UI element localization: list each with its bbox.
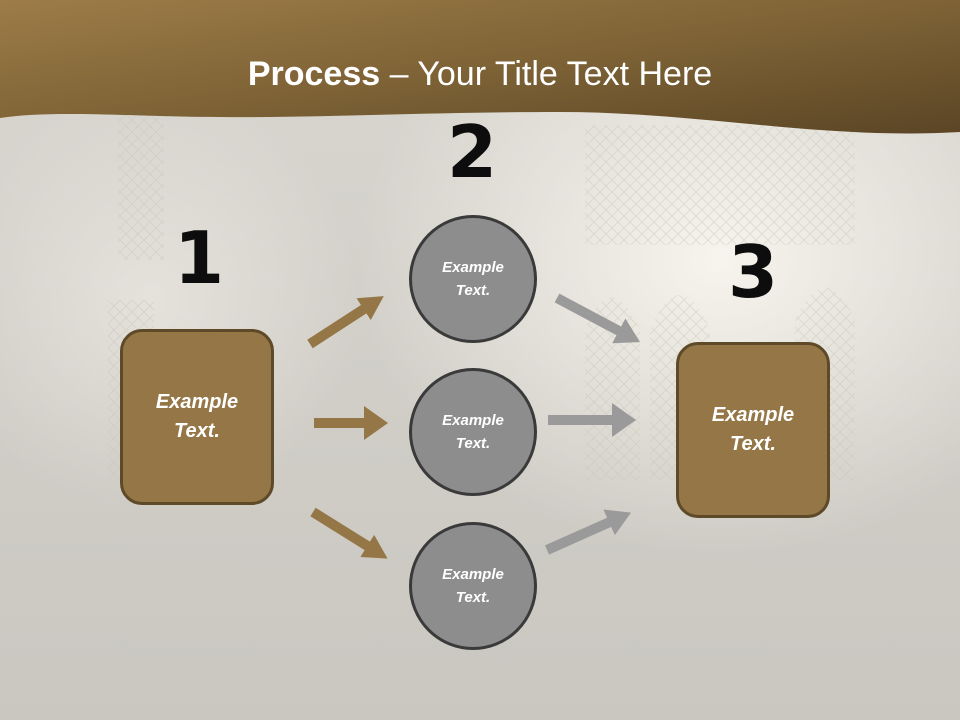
- arrow-right-icon: [314, 406, 388, 440]
- arrow-right-icon: [554, 293, 640, 344]
- step-3-box[interactable]: Example Text.: [676, 342, 830, 518]
- step-number-3: 3: [727, 230, 779, 314]
- circle-middle-text: Example Text.: [442, 409, 504, 455]
- circle-bottom-text-line1: Example: [442, 566, 504, 583]
- circle-middle-text-line2: Text.: [455, 435, 491, 452]
- step-number-2: 2: [446, 110, 498, 194]
- arrow-right-icon: [544, 509, 632, 555]
- step-1-text-line1: Example: [155, 391, 239, 413]
- step-3-text-line2: Text.: [730, 433, 776, 455]
- circle-top-text: Example Text.: [442, 256, 504, 302]
- step-2-circle-middle[interactable]: Example Text.: [409, 368, 537, 496]
- brown-arrows: [307, 296, 388, 559]
- circle-top-text-line2: Text.: [455, 282, 491, 299]
- step-2-circle-top[interactable]: Example Text.: [409, 215, 537, 343]
- title-bold: Process: [247, 55, 381, 93]
- title-rest: – Your Title Text Here: [380, 55, 713, 93]
- circle-top-text-line1: Example: [442, 259, 504, 276]
- slide-title: Process – Your Title Text Here: [0, 52, 960, 96]
- step-1-text-line2: Text.: [174, 420, 220, 442]
- step-2-circle-bottom[interactable]: Example Text.: [409, 522, 537, 650]
- step-number-1: 1: [173, 216, 225, 300]
- step-3-text-line1: Example: [711, 404, 795, 426]
- step-3-text: Example Text.: [712, 401, 794, 459]
- circle-bottom-text-line2: Text.: [455, 589, 491, 606]
- header-banner: [0, 0, 960, 134]
- step-1-text: Example Text.: [156, 388, 238, 446]
- arrow-right-icon: [307, 296, 384, 349]
- step-1-box[interactable]: Example Text.: [120, 329, 274, 505]
- circle-middle-text-line1: Example: [442, 412, 504, 429]
- arrow-right-icon: [310, 507, 388, 559]
- arrow-right-icon: [548, 403, 636, 437]
- circle-bottom-text: Example Text.: [442, 563, 504, 609]
- gray-arrows: [544, 293, 640, 555]
